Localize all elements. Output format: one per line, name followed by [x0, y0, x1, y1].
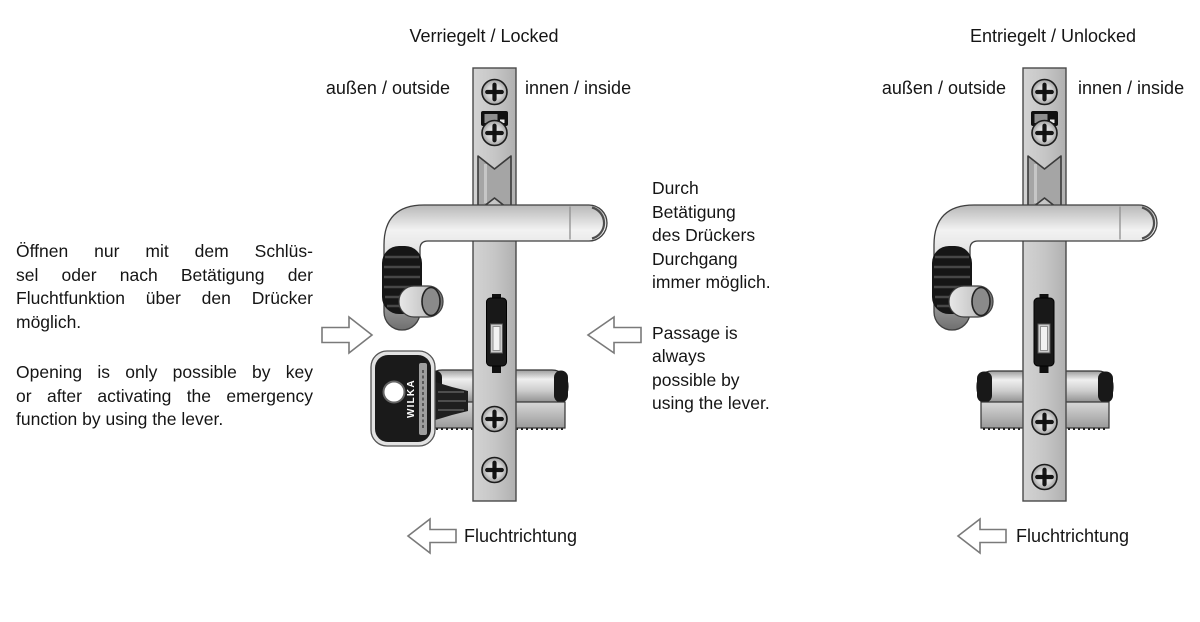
key: WILKA	[370, 350, 468, 447]
text-line: des Drückers	[652, 225, 756, 245]
text-line: Fluchtfunktion über den Drücker	[16, 288, 313, 308]
screw-icon	[1032, 80, 1057, 105]
escape-direction-arrow-icon	[406, 517, 457, 555]
key-brand-text: WILKA	[406, 379, 417, 418]
screw-icon	[482, 80, 507, 105]
text-line: Opening is only possible by key	[16, 362, 313, 382]
passage-note: Durch Betätigung des Drückers Durchgang …	[652, 177, 822, 416]
text-line: Öffnen nur mit dem Schlüs-	[16, 241, 313, 261]
text-line: function by using the lever.	[16, 409, 224, 429]
screw-icon	[1032, 465, 1057, 490]
screw-icon	[482, 407, 507, 432]
escape-direction-arrow-icon	[956, 517, 1007, 555]
unlocked-panel-title: Entriegelt / Unlocked	[969, 26, 1137, 46]
arrow-left-icon	[586, 315, 642, 355]
unlocked-escape-label: Fluchtrichtung	[1016, 526, 1130, 546]
text-line: or after activating the emergency	[16, 385, 313, 406]
text-line: Betätigung	[652, 201, 736, 222]
text-line: immer möglich.	[652, 272, 771, 292]
deadbolt-indicator	[486, 293, 507, 374]
unlocked-outside-label: außen / outside	[881, 78, 1006, 98]
arrow-right-icon	[321, 315, 374, 355]
text-line: Passage is	[652, 322, 738, 343]
text-line: Durch	[652, 178, 699, 198]
text-line: possible by	[652, 369, 740, 390]
text-line: Durchgang	[652, 248, 738, 269]
lock-locked-graphic: WILKA	[370, 67, 608, 502]
deadbolt-indicator	[1033, 293, 1055, 374]
screw-icon	[482, 458, 507, 483]
text-line: using the lever.	[652, 393, 770, 413]
door-handle	[932, 204, 1158, 331]
screw-icon	[1032, 121, 1057, 146]
screw-icon	[482, 121, 507, 146]
screw-icon	[1032, 410, 1057, 435]
locked-panel-title: Verriegelt / Locked	[409, 26, 559, 46]
locked-outside-label: außen / outside	[325, 78, 450, 98]
text-line: always	[652, 346, 706, 366]
lock-unlocked-graphic	[932, 67, 1158, 502]
locked-escape-label: Fluchtrichtung	[464, 526, 578, 546]
locked-inside-label: innen / inside	[525, 78, 632, 98]
text-line: möglich.	[16, 311, 82, 332]
door-handle	[382, 204, 608, 331]
unlocked-inside-label: innen / inside	[1078, 78, 1185, 98]
locked-note: Öffnen nur mit dem Schlüs- sel oder nach…	[16, 240, 313, 432]
text-line: sel oder nach Betätigung der	[16, 264, 313, 285]
